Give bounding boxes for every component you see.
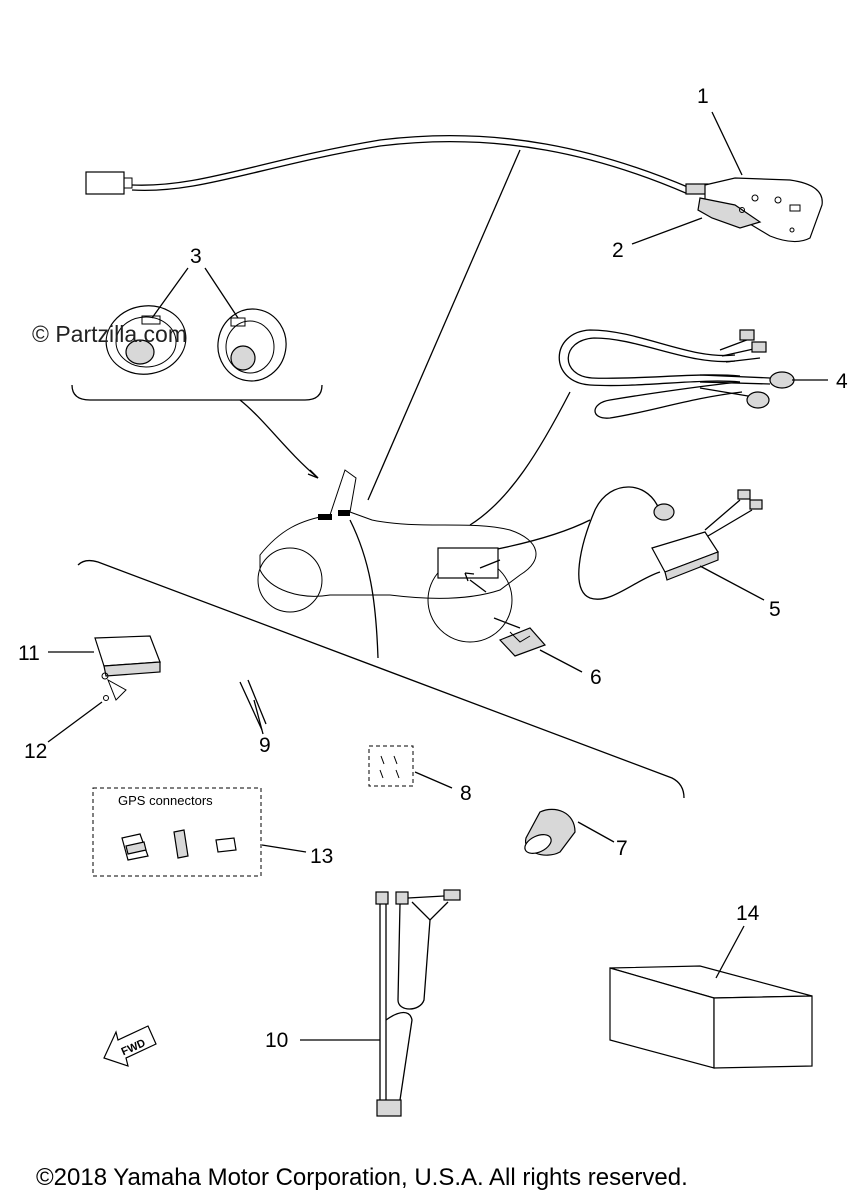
part-7-sleeve [524,808,576,856]
group-bracket [77,559,685,799]
part-4-harness [469,329,795,526]
part-1-2-handlebar-switch [85,134,823,243]
fwd-arrow-icon: FWD [103,1025,157,1067]
callout-4: 4 [836,370,848,393]
callout-8: 8 [460,782,472,805]
part-6-clip [493,617,547,657]
callout-12: 12 [24,740,47,763]
callout-5: 5 [769,598,781,621]
callout-10: 10 [265,1029,288,1052]
part-8-terminals [368,745,414,787]
part-13-gps-connectors [92,787,262,877]
callout-3: 3 [190,245,202,268]
leader-line-part-1 [367,149,521,501]
callout-6: 6 [590,666,602,689]
part-10-harness [375,889,461,1117]
part-11-12-bracket [94,635,161,701]
copyright-footer: ©2018 Yamaha Motor Corporation, U.S.A. A… [36,1164,688,1191]
gps-group-label: GPS connectors [118,793,213,808]
callout-7: 7 [616,837,628,860]
callout-14: 14 [736,902,760,925]
callout-1: 1 [697,85,709,108]
callout-11: 11 [18,642,40,665]
callout-leaders [47,111,828,1041]
callout-2: 2 [612,239,624,262]
callout-13: 13 [310,845,333,868]
part-14-box [609,965,813,1069]
motorcycle-outline [257,469,537,643]
part-5-module [481,486,763,600]
watermark: © Partzilla.com [32,321,187,347]
part-9-pins [239,679,267,731]
leader-line-lower [349,519,379,659]
callout-9: 9 [259,734,271,757]
part-3-speakers [71,305,323,479]
